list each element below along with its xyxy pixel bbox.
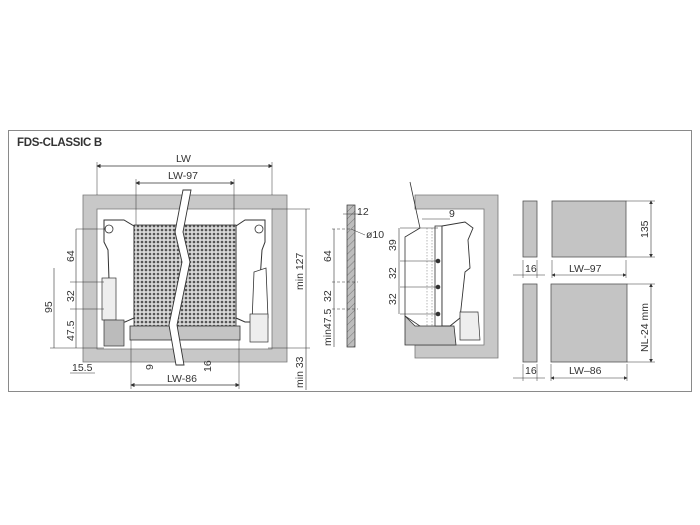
side-panel-view: 12 ø10 64 32 min47.5: [322, 204, 384, 348]
dim-16-bottom: 16: [202, 360, 214, 372]
dim-lw-86-panel: LW–86: [569, 365, 602, 377]
dim-47-5-left: 47.5: [65, 320, 77, 341]
dim-lw-86: LW-86: [167, 373, 197, 385]
dim-64-side: 64: [322, 250, 334, 262]
dim-lw: LW: [176, 153, 191, 165]
dim-9-section: 9: [449, 208, 455, 220]
dim-32-left: 32: [65, 290, 77, 302]
panel-cutlist: 16 LW–97 135 16 LW–86 NL-24 mm: [513, 200, 655, 381]
dim-16-bottom-panel: 16: [525, 365, 537, 377]
dim-hole-10: ø10: [366, 229, 384, 241]
dim-39: 39: [387, 239, 399, 251]
dim-lw-97-back: LW–97: [569, 263, 602, 275]
dim-9-bottom: 9: [144, 364, 156, 370]
drawing-title: FDS-CLASSIC B: [17, 137, 102, 149]
dim-min33: min 33: [294, 356, 306, 388]
dim-min47-5: min47.5: [322, 308, 334, 346]
back-panel-edge: [522, 200, 538, 258]
section-view: 9 39 32 32: [387, 181, 499, 359]
bottom-panel: [550, 283, 628, 363]
dim-lw-97: LW-97: [168, 170, 198, 182]
dim-nl-24: NL-24 mm: [639, 303, 651, 352]
dim-15-5: 15.5: [72, 362, 93, 374]
dim-12: 12: [357, 206, 369, 218]
dim-32b: 32: [387, 293, 399, 305]
dim-16-back: 16: [525, 263, 537, 275]
dim-32a: 32: [387, 267, 399, 279]
dim-64-left: 64: [65, 250, 77, 262]
bottom-panel-edge: [522, 283, 538, 363]
dim-32-side: 32: [322, 290, 334, 302]
dim-95: 95: [43, 301, 55, 313]
back-panel: [551, 200, 627, 258]
dim-min127: min 127: [294, 252, 306, 290]
dim-135: 135: [639, 220, 651, 238]
front-view: LW LW-97 64 32 47.5 95 15.5 LW-86 9 16 m…: [43, 153, 310, 390]
